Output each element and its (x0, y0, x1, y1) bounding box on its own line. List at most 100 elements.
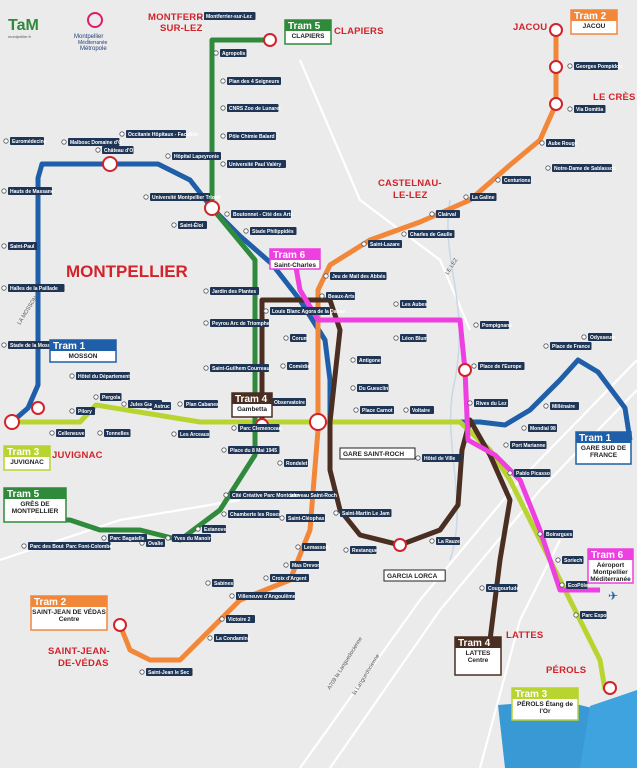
station-label[interactable]: Agropolis (220, 49, 247, 57)
station-label[interactable]: Chamberte les Roses (228, 510, 281, 518)
station-label[interactable]: Saint-Éloi (178, 221, 207, 229)
station-label[interactable]: Via Domitia (574, 105, 606, 113)
station-label[interactable]: Pergola (100, 393, 122, 401)
station-label[interactable]: Place de France (550, 342, 592, 350)
station-label[interactable]: Charles de Gaulle (408, 230, 455, 238)
station-label[interactable]: Hôtel de Ville (422, 454, 461, 462)
station-label[interactable]: Léon Blum (400, 334, 428, 342)
station-label[interactable]: Boirargues (544, 530, 573, 538)
station-label[interactable]: Antigone (357, 356, 381, 364)
station-label[interactable]: Louis Blanc Agora de la Danse (270, 307, 345, 315)
station-label[interactable]: Boutonnet - Cité des Arts (231, 210, 293, 218)
station-label[interactable]: Ovalie (146, 539, 165, 547)
station-label[interactable]: Victoire 2 (226, 615, 255, 623)
station-label[interactable]: Peyrou Arc de Triomphe (210, 319, 270, 327)
station-label[interactable]: Port Marianne (510, 441, 547, 449)
station-label[interactable]: Aube Rouge (546, 139, 578, 147)
station-label[interactable]: Malbosc Domaine d'O (68, 138, 122, 146)
station-label[interactable]: Parc Bagatelle (108, 534, 147, 542)
station-label[interactable]: Jeu de Mail des Abbés (330, 272, 387, 280)
station-label[interactable]: Estanove (202, 525, 226, 533)
station-label[interactable]: Halles de la Paillade (8, 284, 65, 292)
station-label[interactable]: Saint-Lazare (368, 240, 402, 248)
station-label[interactable]: La Rauze (436, 537, 460, 545)
station-label[interactable]: Parc des Bouisses (28, 542, 75, 550)
station-label[interactable]: Odysseum (588, 333, 616, 341)
station-label[interactable]: Sabines (212, 579, 234, 587)
station-label[interactable]: Place Carnot (360, 406, 394, 414)
station-label[interactable]: Lemasson (302, 543, 329, 551)
station-label[interactable]: Saint-Jean le Sec (146, 668, 193, 676)
station-label[interactable]: Saint-Cléophas (286, 514, 325, 522)
station-label[interactable]: Clairval (436, 210, 460, 218)
station-label[interactable]: Centurions (502, 176, 531, 184)
station-label[interactable]: Soriech (562, 556, 584, 564)
station-label[interactable]: Yves du Manoir (172, 534, 211, 542)
station-label[interactable]: Plan des 4 Seigneurs (227, 77, 281, 85)
station-label[interactable]: Saint-Guilhem Courreau (210, 364, 270, 372)
station-label[interactable]: Celleneuve (56, 429, 85, 437)
station-label[interactable]: Euromédecine (10, 137, 47, 145)
station-label[interactable]: Corum (290, 334, 309, 342)
station-label[interactable]: Observatoire (272, 398, 306, 406)
station-label[interactable]: Croix d'Argent (270, 574, 309, 582)
station-label[interactable]: Place de l'Europe (478, 362, 525, 370)
station-label[interactable]: Astruc (152, 402, 171, 410)
station-label[interactable]: Villeneuve d'Angoulême (236, 592, 296, 600)
station-label[interactable]: Georges Pompidou (574, 62, 622, 70)
station-label[interactable]: Occitanie Hôpitaux - Facultés (126, 130, 198, 138)
station-label[interactable]: La Galine (470, 193, 497, 201)
station-label[interactable]: Rives du Lez (474, 399, 508, 407)
station-label[interactable]: Les Arceaux (178, 430, 210, 438)
station-label[interactable]: Plan Cabanes (184, 400, 219, 408)
station-label[interactable]: Pôle Chimie Balard (227, 132, 276, 140)
station-label[interactable]: Cité Créative Parc Montcalm (230, 491, 300, 499)
station-label[interactable]: Notre-Dame de Sablassou (552, 164, 616, 172)
station-label[interactable]: Beaux-Arts (326, 292, 355, 300)
station-label[interactable]: Château d'O (102, 146, 134, 154)
station-label[interactable]: Restanque (350, 546, 378, 554)
station-label[interactable]: Université Paul Valéry (227, 160, 286, 168)
station-label[interactable]: Mas Drevon (290, 561, 320, 569)
station-label[interactable]: Jardin des Plantes (210, 287, 259, 295)
station-label[interactable]: Pablo Picasso (514, 469, 551, 477)
station-label[interactable]: Stade Philippidès (250, 227, 297, 235)
station-label[interactable]: Millénaire (550, 402, 579, 410)
station-label[interactable]: Voltaire (410, 406, 434, 414)
station-label[interactable]: Comédie (287, 362, 310, 370)
station-label[interactable]: Montferrier-sur-Lez (204, 12, 256, 20)
station-label[interactable]: Hôpital Lapeyronie (172, 152, 221, 160)
station-label[interactable]: EcoPôle (566, 581, 588, 589)
station-label[interactable]: Pompignane (480, 321, 512, 329)
station-label[interactable]: Parc Expo (580, 611, 607, 619)
station-label[interactable]: Tonnelles (104, 429, 131, 437)
station-label[interactable]: Hôtel du Département (76, 372, 130, 380)
station-label[interactable]: CNRS Zoo de Lunaret (227, 104, 281, 112)
station-label[interactable]: Hauts de Massane (8, 187, 54, 195)
station-label[interactable]: La Condamine (214, 634, 251, 642)
station-label[interactable]: Place du 8 Mai 1945 (228, 446, 280, 454)
station-label[interactable]: Les Aubes (400, 300, 427, 308)
station-label[interactable]: Cougourlude (486, 584, 519, 592)
station-label[interactable]: Rondelet (284, 459, 308, 467)
station-label[interactable]: Parc Clemenceau (238, 424, 282, 432)
station-label[interactable]: Du Guesclin (357, 384, 389, 392)
station-label[interactable]: Université Montpellier Triolet (150, 193, 221, 201)
station-label[interactable]: Saint-Martin Le Jam (340, 509, 392, 517)
station-label[interactable]: Mondial 98 (528, 424, 557, 432)
station-label[interactable]: Parc Font-Colombe (64, 542, 112, 550)
station-label[interactable]: Nouveau Saint-Roch (286, 491, 337, 499)
station-label[interactable]: Pilory (76, 407, 95, 415)
